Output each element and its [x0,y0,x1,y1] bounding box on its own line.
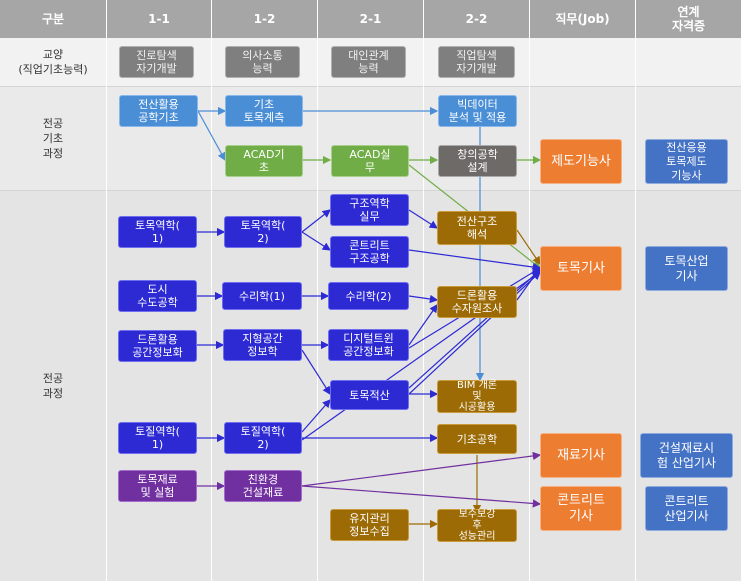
course-tojil1: 토질역학( 1) [118,422,197,454]
course-tomok2: 토목역학( 2) [224,216,302,248]
cert-concrete-saneop: 콘트리트 산업기사 [645,486,728,531]
course-chinhwan: 친환경 건설재료 [224,470,302,502]
header-1-2: 1-2 [212,0,317,38]
job-jaeryogisa: 재료기사 [540,433,622,478]
course-yuji: 유지관리 정보수집 [330,509,409,541]
course-jigeop: 직업탐색 자기개발 [438,46,515,78]
link-jeonsan-acad1 [197,110,226,162]
header-2-2: 2-2 [424,0,529,38]
cert-geonseol: 건설재료시 험 산업기사 [640,433,733,478]
link-digital-dronesuja [408,304,438,346]
course-jeonsan-gujo: 전산구조 해석 [437,211,517,245]
link-jeoksan-tomokgisa-a [408,269,541,389]
header-job: 직무(Job) [530,0,635,38]
grid-line [635,0,636,581]
job-jedo: 제도기능사 [540,139,622,184]
course-bosu: 보수보강 후 성능관리 [437,509,517,542]
link-jeoksan-tomokgisa-b [408,271,541,395]
link-jeonsangujo-tomokgisa [516,229,541,265]
link-concrete-tomokgisa [408,249,542,272]
cert-tomok-saneop: 토목산업 기사 [645,246,728,291]
course-gicho: 기초 토목계측 [225,95,303,127]
course-gicho-gong: 기초공학 [437,424,517,454]
course-jeoksan: 토목적산 [330,380,409,410]
course-tojil2: 토질역학( 2) [224,422,302,454]
link-dronesuja-tomokgisa [516,267,541,301]
cert-jeonsan-eung: 전산응용 토목제도 기능사 [645,139,728,184]
grid-line [423,0,424,581]
link-suri2-dronesuja [408,294,439,304]
link-tomok2-gujo [301,209,331,233]
course-concrete: 콘트리트 구조공학 [330,236,409,268]
job-tomokgisa: 토목기사 [540,246,622,291]
course-tomok1: 토목역학( 1) [118,216,197,248]
link-chinhwan-concretegisa [301,485,542,508]
course-jeonsan: 전산활용 공학기초 [119,95,198,127]
row-label-gyoyang: 교양 (직업기초능력) [18,48,88,76]
course-changui: 창의공학 설계 [438,145,517,177]
link-jihyeong-jeoksan [301,349,331,396]
grid-line [211,0,212,581]
course-acad2: ACAD실 무 [331,145,409,177]
row-label-jeongong-gicho: 전공 기초 과정 [42,116,64,160]
header-gubun: 구분 [0,0,106,38]
course-daein: 대인관계 능력 [331,46,406,78]
link-chinhwan-jaeryogisa [301,451,542,487]
grid-line [529,0,530,581]
course-bigdata: 빅데이터 분석 및 적용 [438,95,517,127]
header-1-1: 1-1 [107,0,211,38]
course-bim: BIM 개론 및 시공활용 [437,380,517,413]
grid-line [317,0,318,581]
course-digital: 디지털트윈 공간정보화 [328,329,409,361]
grid-line [0,86,741,87]
course-gujo: 구조역학 실무 [330,194,409,226]
course-jinro: 진로탐색 자기개발 [119,46,194,78]
link-gujo-jeonsangujo [408,209,439,229]
course-acad1: ACAD기 초 [225,145,303,177]
course-drone-gong: 드론활용 공간정보화 [118,330,197,362]
course-suri1: 수리학(1) [222,282,302,310]
header-cert: 연계 자격증 [636,0,741,38]
header-2-1: 2-1 [318,0,423,38]
course-jaeryo: 토목재료 및 실험 [118,470,197,502]
course-drone-suja: 드론활용 수자원조사 [437,286,517,318]
course-uisa: 의사소통 능력 [225,46,300,78]
course-dosi: 도시 수도공학 [118,280,197,312]
link-tomok2-concrete [301,231,332,251]
course-suri2: 수리학(2) [328,282,409,310]
row-label-jeongong: 전공 과정 [42,371,64,400]
link-tojil2-jeoksan [301,399,331,433]
course-jihyeong: 지형공간 정보학 [223,329,302,361]
job-concretegisa: 콘트리트 기사 [540,486,622,531]
grid-line [0,190,741,191]
grid-line [106,0,107,581]
